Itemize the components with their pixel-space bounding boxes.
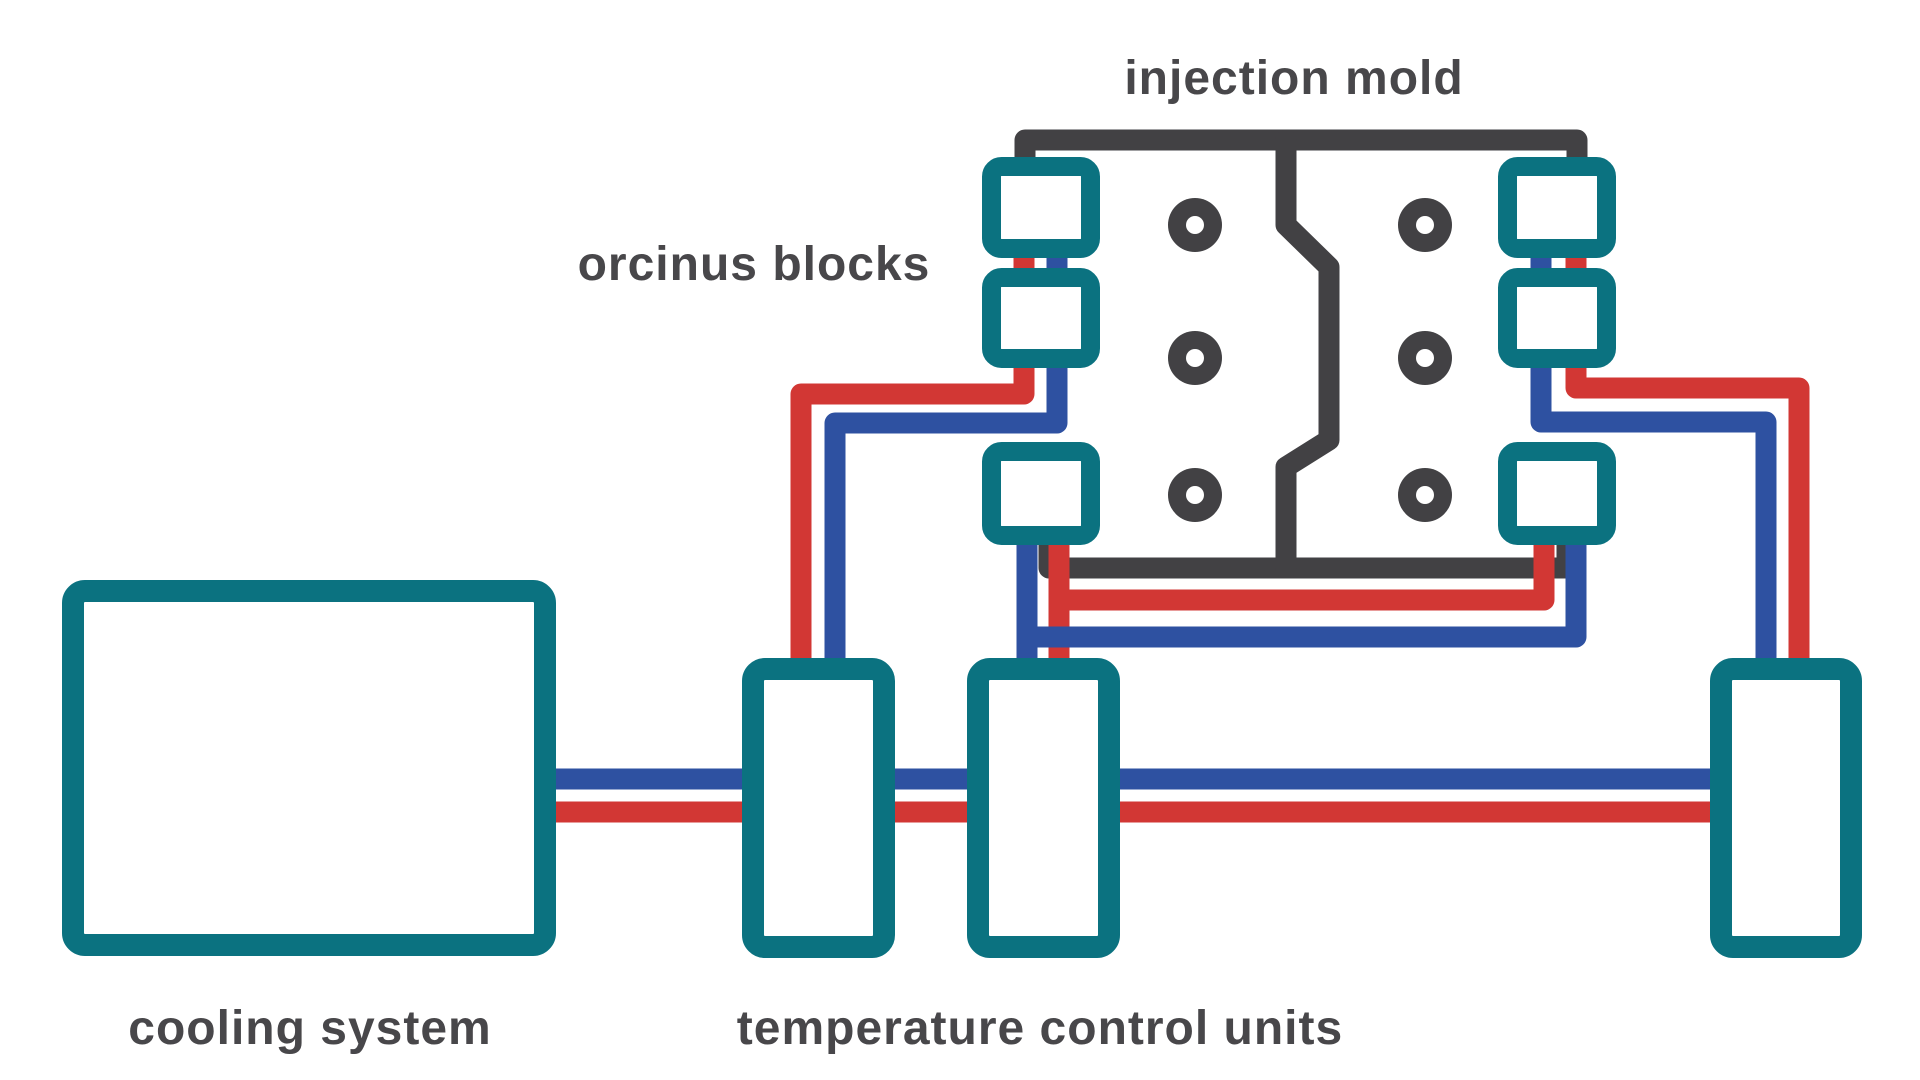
label-orcinus-blocks: orcinus blocks — [578, 238, 931, 291]
orcinus-block-right-2 — [1498, 268, 1616, 368]
red-pipe-under-mold — [1059, 480, 1555, 611]
label-cooling-system: cooling system — [128, 1002, 491, 1055]
mold-cavity-dot-hole — [1186, 349, 1204, 367]
mold-cavity-dot-hole — [1416, 349, 1434, 367]
mold-cavity-dot-hole — [1416, 216, 1434, 234]
mold-cavity-dot-hole — [1416, 486, 1434, 504]
orcinus-block-left-2 — [982, 268, 1100, 368]
label-temperature-control-units: temperature control units — [737, 1002, 1343, 1055]
orcinus-block-right-3 — [1498, 442, 1616, 545]
cooling-system-box — [62, 580, 556, 956]
mold-cavity-dots — [1168, 198, 1452, 522]
label-injection-mold: injection mold — [1124, 52, 1463, 105]
equipment-boxes — [62, 580, 1862, 958]
diagram-labels: injection mold orcinus blocks cooling sy… — [128, 52, 1463, 1055]
mold-parting-line — [1275, 129, 1340, 579]
mold-cavity-dot-hole — [1186, 216, 1204, 234]
orcinus-block-left-3 — [982, 442, 1100, 545]
orcinus-blocks — [982, 157, 1616, 545]
mold-cavity-dot-hole — [1186, 486, 1204, 504]
orcinus-block-right-1 — [1498, 157, 1616, 258]
temperature-control-unit-2-box — [967, 658, 1120, 958]
right-unit-box — [1710, 658, 1862, 958]
injection-mold-outline — [1014, 129, 1588, 579]
mold-top-edge — [1014, 129, 1588, 216]
mold-bottom-edge — [1038, 529, 1578, 579]
orcinus-block-left-1 — [982, 157, 1100, 258]
temperature-control-unit-1-box — [742, 658, 895, 958]
